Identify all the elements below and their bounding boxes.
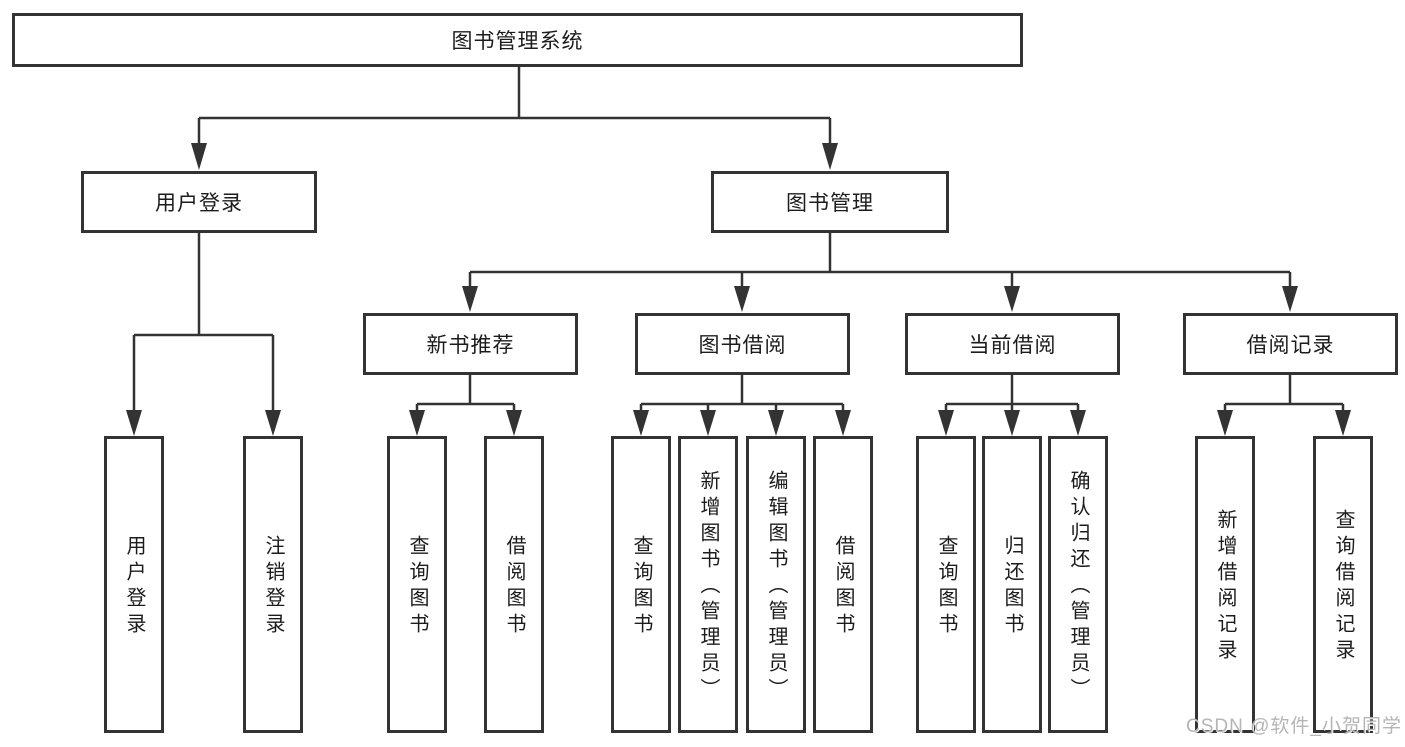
node-user-login: 用户登录 (81, 171, 317, 233)
node-root: 图书管理系统 (12, 13, 1023, 67)
node-book-borrow: 图书借阅 (635, 313, 850, 375)
leaf-borrow-books-recommend: 借阅图书 (484, 436, 544, 733)
leaf-query-books-recommend: 查询图书 (387, 436, 447, 733)
leaf-add-book-admin: 新增图书（管理员） (678, 436, 738, 733)
leaf-query-borrow-record: 查询借阅记录 (1313, 436, 1373, 733)
leaf-return-book: 归还图书 (982, 436, 1042, 733)
leaf-confirm-return-admin: 确认归还（管理员） (1048, 436, 1108, 733)
node-current-borrow: 当前借阅 (905, 313, 1120, 375)
node-book-management: 图书管理 (711, 171, 949, 233)
edge-root-to-level2 (191, 67, 838, 170)
leaf-edit-book-admin: 编辑图书（管理员） (746, 436, 806, 733)
edge-book-borrow-to-leaves (633, 375, 851, 436)
leaf-logout: 注销登录 (243, 436, 303, 733)
watermark: CSDN @软件_小贺同学 (1186, 716, 1402, 737)
edge-borrow-records-to-leaves (1217, 375, 1351, 436)
leaf-add-borrow-record: 新增借阅记录 (1195, 436, 1255, 733)
edge-new-book-recommend-to-leaves (409, 375, 522, 436)
edge-user-login-to-leaves (126, 233, 281, 436)
leaf-query-books-borrow: 查询图书 (611, 436, 671, 733)
leaf-borrow-books: 借阅图书 (813, 436, 873, 733)
edge-current-borrow-to-leaves (938, 375, 1086, 436)
leaf-query-books-current: 查询图书 (916, 436, 976, 733)
edge-book-management-to-level3 (462, 233, 1298, 312)
node-new-book-recommend: 新书推荐 (363, 313, 578, 375)
node-borrow-records: 借阅记录 (1183, 313, 1398, 375)
leaf-user-login: 用户登录 (104, 436, 164, 733)
